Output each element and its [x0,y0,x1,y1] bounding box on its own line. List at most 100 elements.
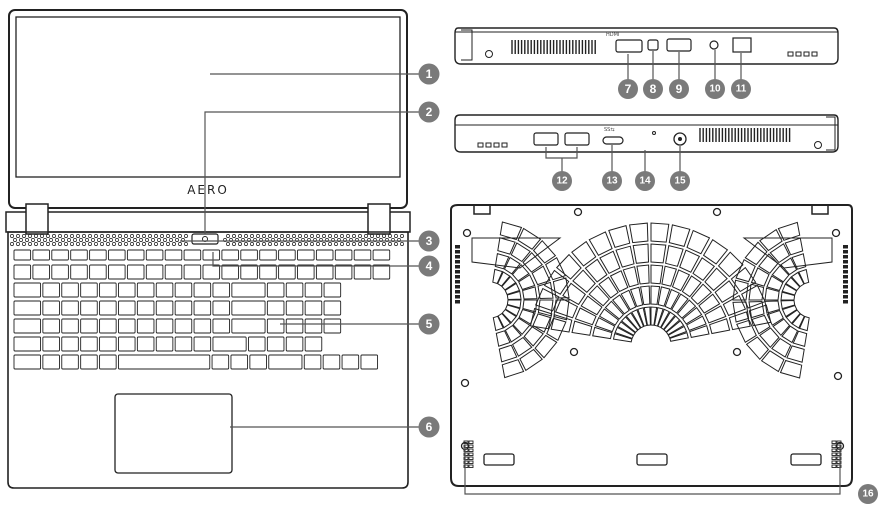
grille-hole [10,234,14,238]
grille-hole [46,242,50,246]
keyboard-key [231,300,266,316]
vent-segment [534,334,558,359]
speaker-hole [836,444,842,448]
keyboard-key [108,249,126,261]
vent-segment [608,224,631,249]
keyboard-key [70,264,88,280]
keyboard-key [155,336,174,352]
keyboard-key [42,282,60,298]
grille-slot [455,265,460,269]
grille-slot [455,270,460,274]
grille-hole [358,234,362,238]
vent-segment [553,299,570,321]
keyboard-key [240,249,258,261]
speaker-hole [831,460,837,464]
grille-hole [52,242,56,246]
grille-hole [43,238,47,242]
keyboard-key [155,282,174,298]
grille-hole [85,238,89,242]
speaker-hole [468,464,474,468]
vent-segment [748,283,765,301]
vent-segment [503,256,521,275]
grille-hole [250,242,254,246]
vent-segment [686,229,711,255]
vent-segment [562,282,586,306]
vent-segment [781,325,799,344]
keyboard-key [248,336,266,352]
keyboard-key [174,318,193,334]
vent-segment [751,314,771,335]
grille-hole [250,234,254,238]
grille-hole [73,238,77,242]
vent-segment [546,317,567,342]
keyboard-key [211,354,230,370]
keyboard-key [212,336,247,352]
grille-hole [121,238,125,242]
vent-segment [760,350,785,373]
keyboard-key [61,336,79,352]
keyboard-key [89,264,107,280]
grille-hole [340,234,344,238]
vent-segment [676,299,697,319]
vent-segment [780,299,796,310]
grille-hole [16,242,20,246]
bottom-fan-vents [471,221,833,379]
grille-hole [22,242,26,246]
keyboard-key [259,264,277,280]
speaker-hole [463,456,469,460]
keyboard-key [212,300,231,316]
callout-11: 11 [731,79,751,99]
vent-segment [660,311,676,331]
keyboard-key [42,300,60,316]
vent-segment [498,344,518,363]
vent-segment [665,244,684,267]
screw-icon [833,371,843,381]
speaker-hole [463,460,469,464]
grille-hole [274,242,278,246]
intake-left [471,237,562,269]
vent-segment [506,290,522,301]
callout-4: 4 [418,255,440,277]
grille-hole [112,234,116,238]
grille-hole [400,234,404,238]
vent-segment [631,309,645,329]
grille-hole [58,234,62,238]
keyboard-key [118,336,136,352]
grille-hole [172,234,176,238]
vent-segment [771,337,792,358]
keyboard-key [174,282,193,298]
grille-hole [94,234,98,238]
vent-segment [501,275,517,291]
grille-hole [394,234,398,238]
screw-icon [712,207,722,217]
grille-hole [118,234,122,238]
vent-segment [650,264,664,285]
keyboard-key [304,300,323,316]
vent-segment [492,315,504,332]
vent-segment [622,266,639,288]
grille-hole [370,242,374,246]
vent-segment [545,256,566,281]
vent-segment [769,243,791,264]
speaker-hole [463,452,469,456]
keyboard-key [32,249,50,261]
grille-hole [136,234,140,238]
keyboard-key [297,264,315,280]
grille-hole [139,238,143,242]
vent-segment [744,241,768,266]
vent-segment [657,286,671,307]
vent-segment [766,275,784,292]
grille-slot [455,245,460,249]
grille-hole [52,234,56,238]
keyboard-key [285,300,304,316]
usb-c-label: SS⇆ [604,127,615,133]
rubber-foot-center [636,453,668,466]
grille-hole [310,242,314,246]
grille-hole [364,242,368,246]
keyboard-key [126,249,145,261]
grille-hole [376,234,380,238]
vent-segment [682,306,703,325]
keyboard-key [174,300,193,316]
grille-hole [151,238,155,242]
grille-hole [55,238,59,242]
